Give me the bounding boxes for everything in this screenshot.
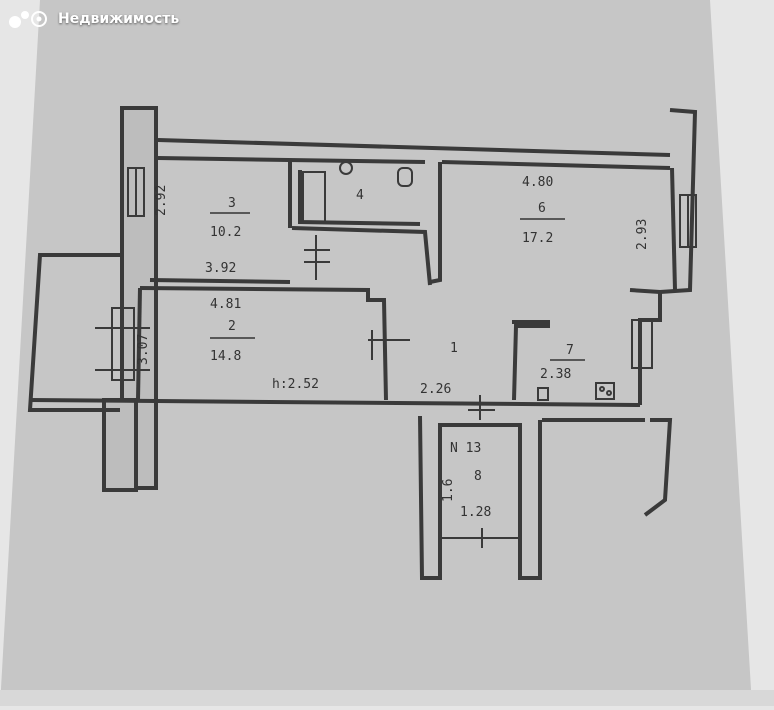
label-room6-width: 4.80 [522, 175, 553, 190]
label-room3-area: 10.2 [210, 225, 241, 240]
labels: 2.92 3 10.2 3.92 4 4.80 6 17.2 2.93 4.81… [136, 175, 650, 520]
label-room4-number: 4 [356, 188, 364, 203]
kitchen-sink [537, 387, 549, 401]
toilet [397, 167, 413, 187]
room2-top-wall [139, 286, 388, 401]
sink [339, 161, 353, 175]
label-room2-area: 14.8 [210, 349, 241, 364]
right-lower-wall [643, 418, 673, 517]
room3-bottom-wall [149, 278, 291, 284]
window-lower-right [631, 319, 653, 369]
left-wall-bottom [102, 398, 138, 492]
label-room3-number: 3 [228, 196, 236, 211]
room2-left-wall [136, 287, 142, 401]
label-room3-height: 2.92 [154, 185, 169, 216]
label-hall-width: 2.26 [420, 382, 451, 397]
walls [27, 106, 698, 580]
balcony-outline [27, 253, 122, 412]
label-apartment-number: N 13 [450, 441, 481, 456]
label-room3-width: 3.92 [205, 261, 236, 276]
stove [595, 382, 615, 400]
room6-bottom-wall [629, 288, 661, 294]
label-room2-number: 2 [228, 319, 236, 334]
paper-sheet [0, 0, 752, 706]
site-logo[interactable]: Недвижимость [8, 6, 179, 32]
avito-dots-icon [9, 11, 47, 28]
room8-walls [418, 415, 542, 580]
label-room8-number: 8 [474, 469, 482, 484]
label-room6-area: 17.2 [522, 231, 553, 246]
label-room2-height: 3.07 [136, 334, 151, 365]
label-room8-area: 1.28 [460, 505, 491, 520]
room4-inner [298, 170, 421, 226]
label-room2-width: 4.81 [210, 297, 241, 312]
right-wall-inner [670, 167, 677, 291]
room2-bottom-wall [29, 398, 641, 407]
label-room6-number: 6 [538, 201, 546, 216]
label-room6-height: 2.93 [635, 219, 650, 250]
label-ceiling-height: h:2.52 [272, 377, 319, 392]
room7-walls [512, 320, 550, 401]
top-wall [157, 138, 671, 157]
label-room1-number: 1 [450, 341, 458, 356]
room6-left-wall [429, 162, 442, 284]
top-wall-inner [157, 156, 426, 164]
room4-walls [291, 226, 432, 286]
top-wall-inner-right [441, 160, 671, 170]
label-storage-side: 1.6 [441, 479, 456, 502]
label-room7-number: 7 [566, 343, 574, 358]
site-brand-text: Недвижимость [58, 11, 180, 27]
fixtures [95, 161, 697, 548]
bathtub [302, 171, 326, 223]
label-room7-area: 2.38 [540, 367, 571, 382]
paper-bottom-edge [0, 690, 774, 706]
